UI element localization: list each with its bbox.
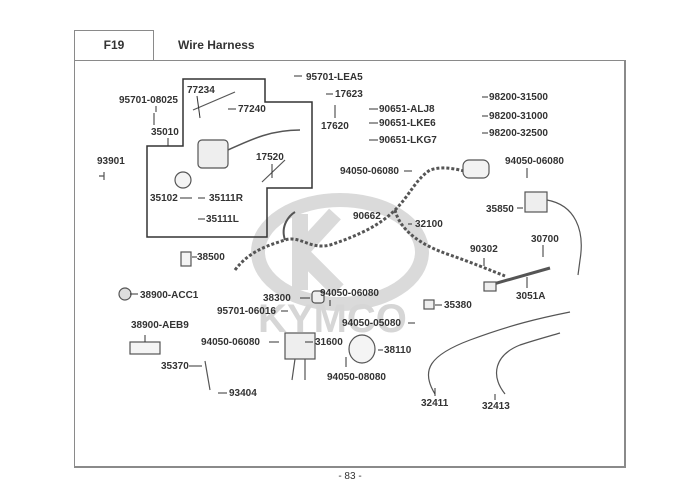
part-label: 38500 [197,252,225,263]
part-label: 98200-32500 [489,128,548,139]
part-label: 17520 [256,152,284,163]
buzzer-icon [118,287,132,301]
part-label: 32411 [421,398,449,409]
part-35380-icon [423,299,435,310]
harness-connector-icon [282,211,296,241]
relay-lead-icon [546,199,582,276]
kymco-watermark: KYMCO [251,193,429,341]
ignition-group-outline [146,78,313,238]
part-label: 38900-ACC1 [140,290,199,301]
part-label: 31600 [315,337,343,348]
part-label: 17623 [335,89,363,100]
part-label: 94050-05080 [342,318,401,329]
part-label: 3051A [516,291,545,302]
watermark-k-glyph [292,208,344,296]
part-label: 77240 [238,104,266,115]
part-label: 93901 [97,156,125,167]
battery-cable-32411-icon [427,311,571,395]
part-label: 90302 [470,244,498,255]
part-label: 94050-06080 [505,156,564,167]
part-label: 98200-31500 [489,92,548,103]
part-label: 90662 [353,211,381,222]
part-label: 35010 [151,127,179,138]
regulator-rectifier-icon [284,332,316,360]
rectifier-lead-icon [291,358,306,381]
part-label: 17620 [321,121,349,132]
part-label: 90651-LKE6 [379,118,436,129]
switch-35370-icon [204,360,211,391]
part-label: 94050-06080 [340,166,399,177]
filter-capacitor-icon [462,159,490,179]
control-unit-icon [129,341,161,355]
cable-77240-icon [192,91,236,111]
part-label: 98200-31000 [489,111,548,122]
watermark-ring [251,193,429,311]
part-label: 90651-ALJ8 [379,104,435,115]
key-cap-icon [174,171,192,189]
part-label: 95701-06016 [217,306,276,317]
part-label: 30700 [531,234,559,245]
part-label: 95701-08025 [119,95,178,106]
part-label: 35380 [444,300,472,311]
horn-icon [348,334,376,364]
watermark-text: KYMCO [258,297,407,341]
harness-branch-icon [393,209,506,278]
section-code-box [74,30,154,60]
part-label: 35102 [150,193,178,204]
part-label: 38900-AEB9 [131,320,189,331]
clamp-93901-icon [99,172,105,180]
plug-cap-icon [483,281,497,292]
part-labels: 95701-LEA5 17623 17620 90651-ALJ8 90651-… [97,72,564,412]
part-label: 94050-06080 [320,288,379,299]
ignition-switch-icon [197,139,229,169]
page-title: Wire Harness [178,38,255,52]
battery-cable-32413-icon [496,332,561,395]
part-label: 35111R [209,193,244,204]
part-38300-icon [311,290,325,304]
part-label: 94050-08080 [327,372,386,383]
part-label: 38300 [263,293,291,304]
part-label: 38110 [384,345,412,356]
part-label: 77234 [187,85,215,96]
section-code: F19 [103,38,125,52]
cable-17520-icon [261,159,286,183]
part-label: 94050-06080 [201,337,260,348]
part-label: 90651-LKG7 [379,135,437,146]
switch-lead-icon [227,129,301,151]
flasher-relay-icon [180,251,192,267]
part-label: 95701-LEA5 [306,72,363,83]
part-label: 35850 [486,204,514,215]
plug-cap-lead-icon [489,266,551,287]
main-harness-icon [233,166,481,271]
part-label: 93404 [229,388,257,399]
part-label: 35111L [206,214,239,225]
page-number: - 83 - [338,471,362,482]
part-label: 32413 [482,401,510,412]
diagram-frame [74,60,626,468]
part-label: 32100 [415,219,443,230]
relay-icon [524,191,548,213]
part-label: 35370 [161,361,189,372]
